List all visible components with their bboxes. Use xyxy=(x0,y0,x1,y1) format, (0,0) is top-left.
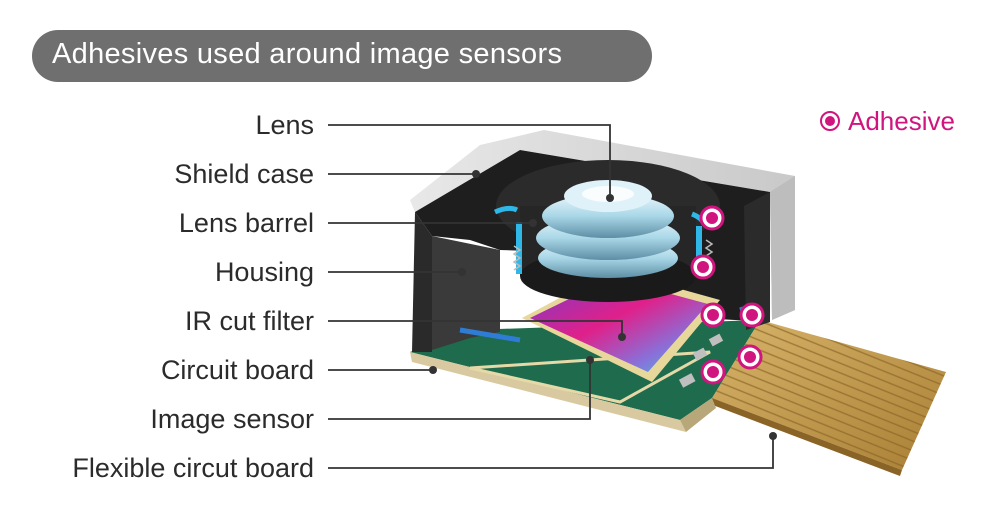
label-lens: Lens xyxy=(255,110,314,140)
adhesive-marker-icon xyxy=(700,359,726,385)
flexible-circuit-board xyxy=(710,320,946,476)
leader-line-lens xyxy=(328,124,611,198)
leader-line-image-sensor xyxy=(328,360,591,420)
label-lens-barrel: Lens barrel xyxy=(178,208,314,238)
adhesive-marker-icon xyxy=(700,302,726,328)
adhesive-marker-icon xyxy=(699,205,725,231)
adhesive-marker-icon xyxy=(820,111,840,131)
title-banner xyxy=(32,30,652,82)
label-flexible-circuit-board: Flexible circut board xyxy=(72,453,314,483)
legend-label: Adhesive xyxy=(848,105,955,136)
label-ir-cut-filter: IR cut filter xyxy=(184,306,314,336)
leader-dots xyxy=(429,170,777,440)
legend: Adhesive xyxy=(820,106,955,136)
leader-line-ir-cut-filter xyxy=(328,320,623,337)
label-shield-case: Shield case xyxy=(174,159,314,189)
adhesive-markers xyxy=(690,205,765,385)
shield-case xyxy=(410,130,795,320)
smd-components xyxy=(678,333,724,388)
label-image-sensor: Image sensor xyxy=(150,404,314,434)
adhesive-marker-icon xyxy=(739,302,765,328)
adhesive-marker-icon xyxy=(690,254,716,280)
leader-line-flexible-circuit-board xyxy=(328,436,774,469)
leader-lines xyxy=(328,124,774,469)
label-circuit-board: Circuit board xyxy=(160,355,314,385)
adhesive-marker-icon xyxy=(737,344,763,370)
label-housing: Housing xyxy=(214,257,314,287)
page-title: Adhesives used around image sensors xyxy=(52,38,563,70)
